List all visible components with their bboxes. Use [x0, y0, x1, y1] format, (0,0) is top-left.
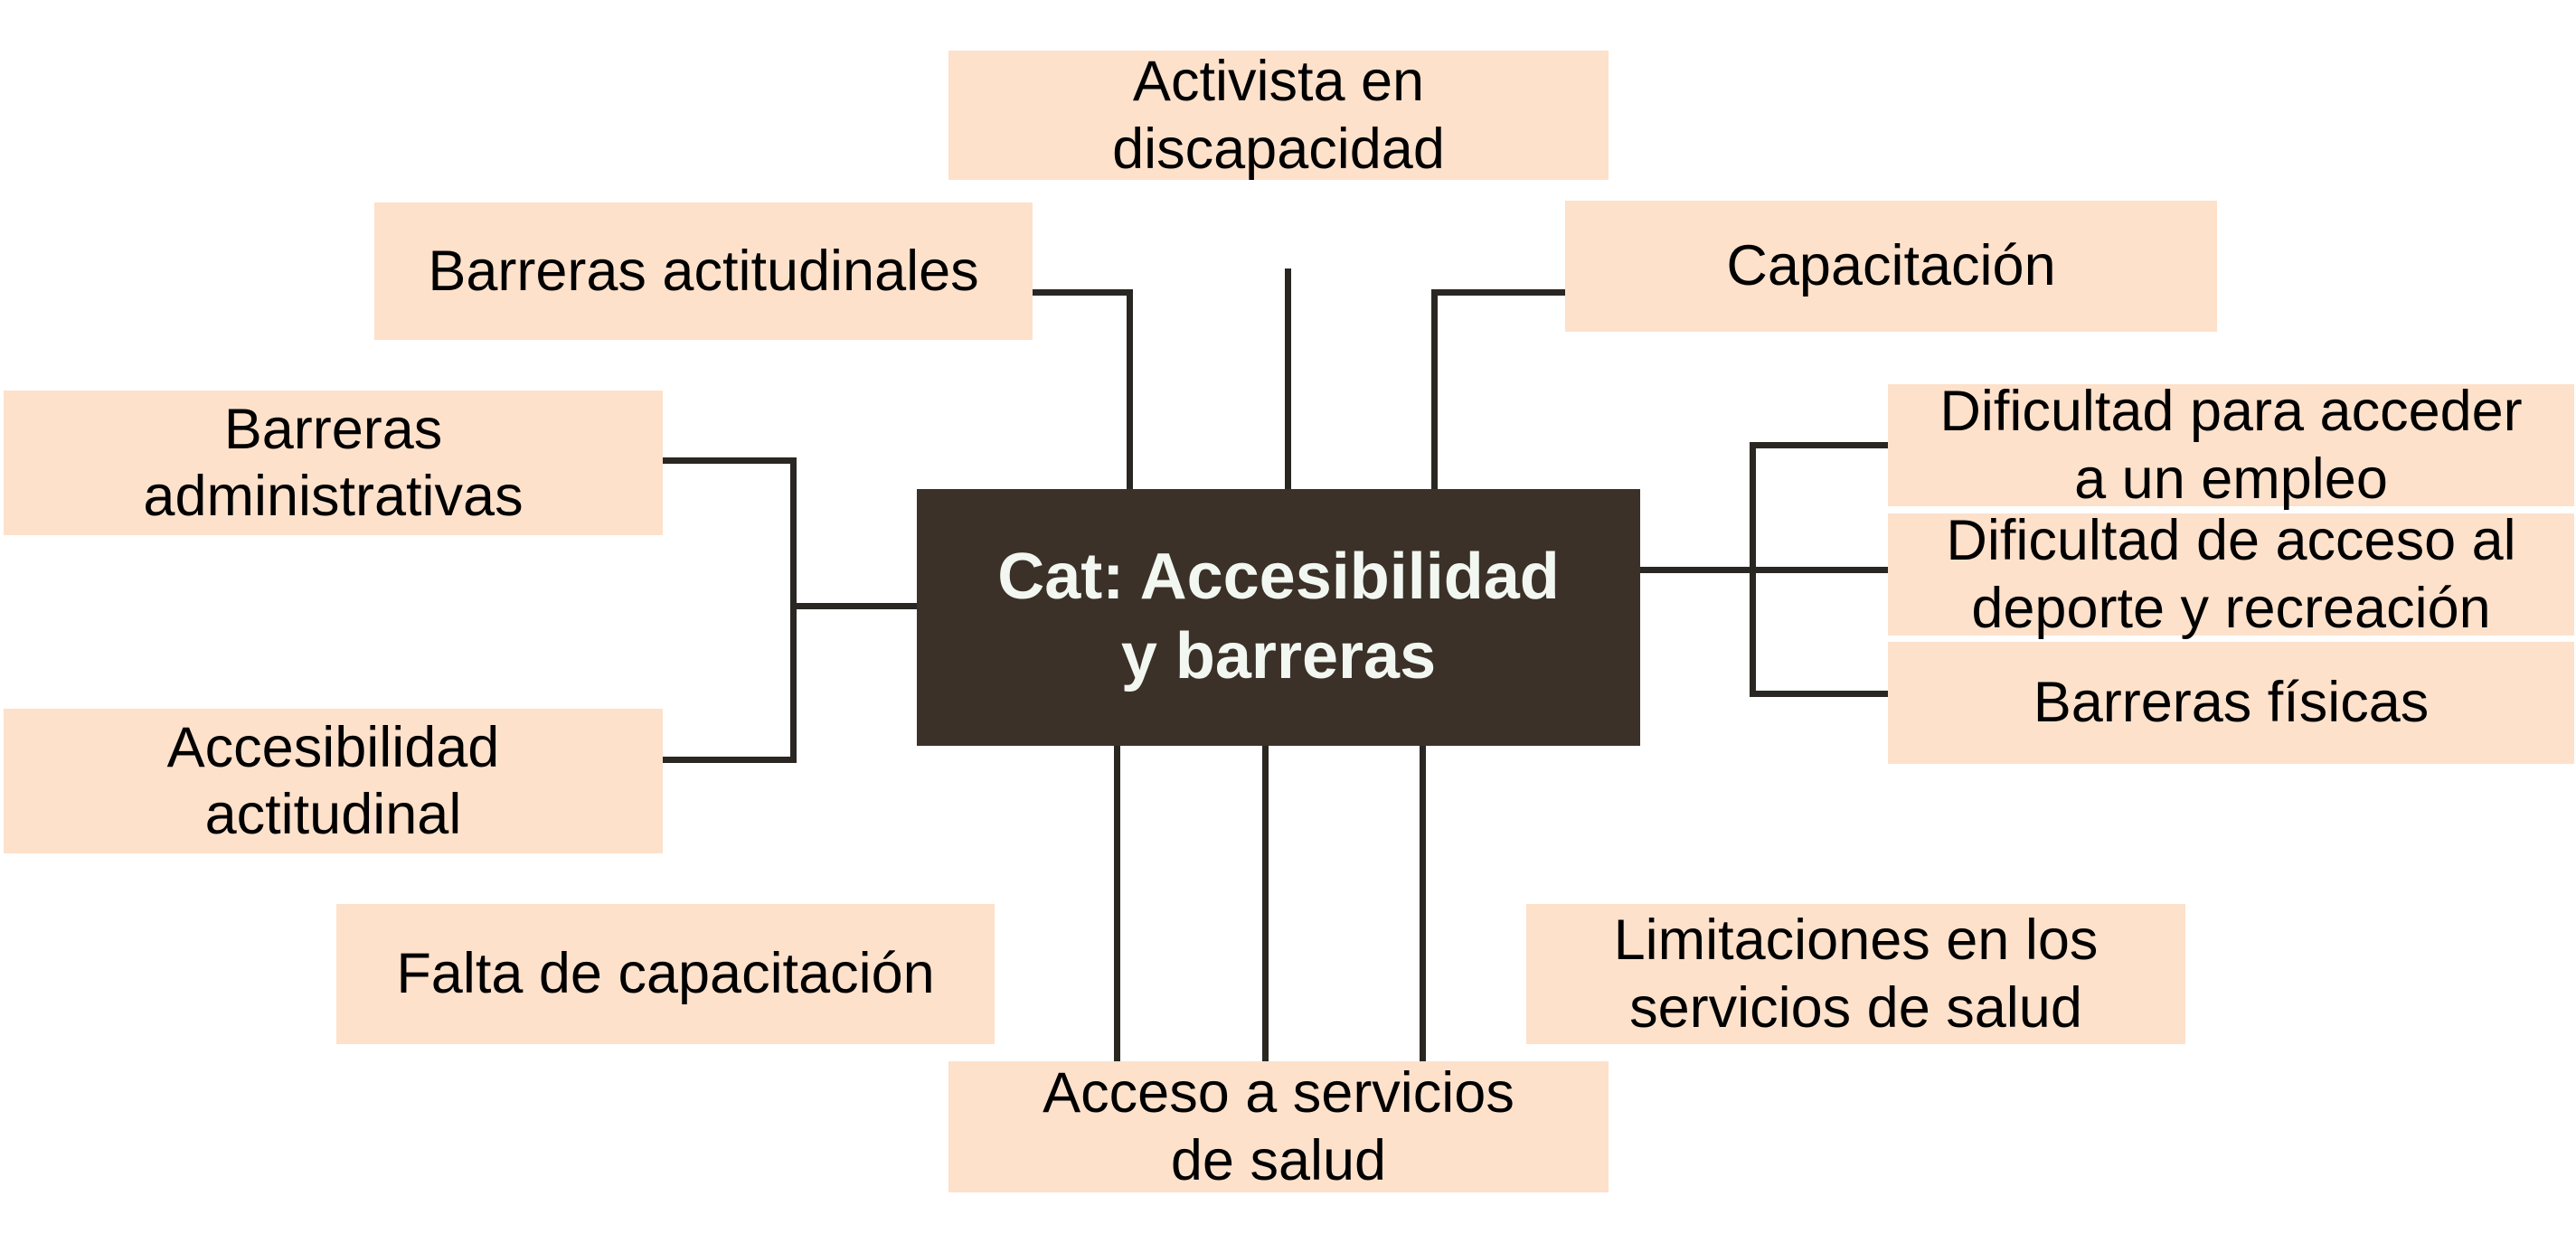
connector-right-branch-deporte [1750, 567, 1890, 573]
connector-right-branch-empleo [1750, 442, 1890, 448]
connector-left-vertical [790, 457, 797, 763]
node-barreras-fisicas[interactable]: Barreras físicas [1888, 642, 2574, 764]
node-accesibilidad-actitudinal[interactable]: Accesibilidad actitudinal [4, 709, 663, 853]
connector-left-branch-administrativas [657, 457, 797, 464]
node-center-cat-accesibilidad-y-barreras[interactable]: Cat: Accesibilidad y barreras [917, 489, 1640, 746]
connector-top-left-horizontal [1020, 289, 1133, 296]
node-barreras-administrativas[interactable]: Barreras administrativas [4, 391, 663, 535]
connector-bottom-right-vertical [1420, 745, 1426, 1105]
connector-right-stem [1637, 567, 1756, 573]
connector-top-center-vertical [1285, 268, 1291, 493]
node-barreras-actitudinales[interactable]: Barreras actitudinales [374, 202, 1033, 340]
connector-left-stem [790, 603, 921, 609]
node-falta-de-capacitacion[interactable]: Falta de capacitación [336, 904, 995, 1044]
connector-left-branch-accesibilidad [657, 757, 797, 763]
connector-right-branch-fisicas [1750, 691, 1890, 697]
node-dificultad-acceso-deporte[interactable]: Dificultad de acceso al deporte y recrea… [1888, 509, 2574, 640]
node-capacitacion[interactable]: Capacitación [1565, 201, 2217, 332]
connector-top-right-horizontal [1431, 289, 1567, 296]
node-limitaciones-servicios-salud[interactable]: Limitaciones en los servicios de salud [1526, 904, 2185, 1044]
connector-bottom-center-vertical [1262, 745, 1269, 1093]
node-activista-en-discapacidad[interactable]: Activista en discapacidad [948, 50, 1609, 181]
connector-top-right-vertical [1431, 289, 1438, 493]
connector-top-left-vertical [1127, 289, 1133, 493]
node-dificultad-acceder-empleo[interactable]: Dificultad para acceder a un empleo [1888, 380, 2574, 511]
node-acceso-a-servicios-de-salud[interactable]: Acceso a servicios de salud [948, 1061, 1609, 1192]
connector-bottom-left-vertical [1114, 745, 1120, 1105]
